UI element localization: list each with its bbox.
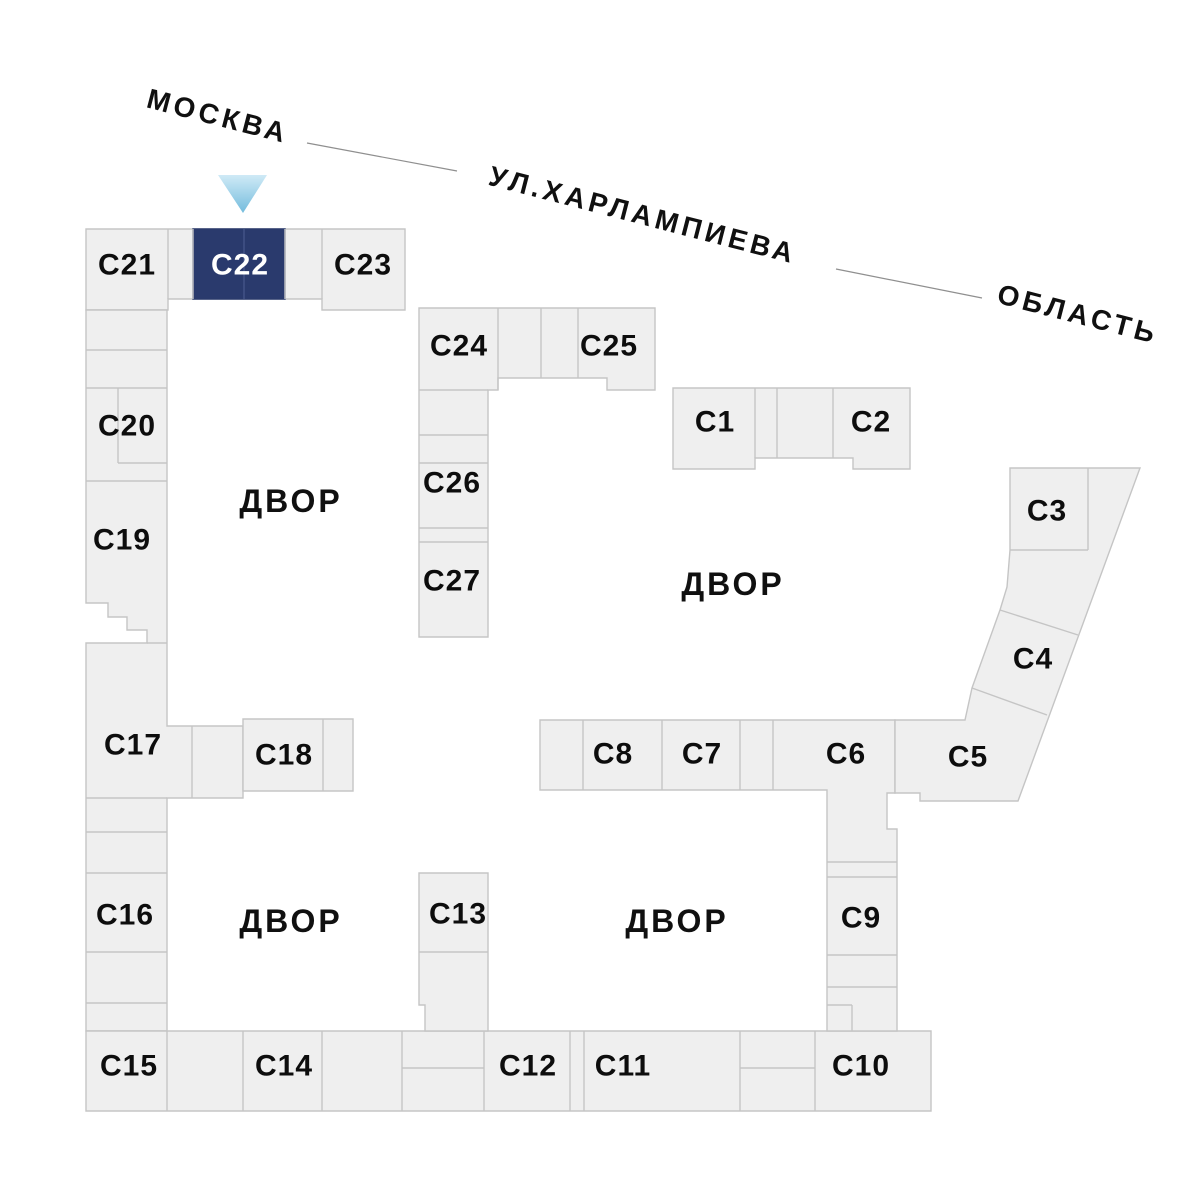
courtyard-labels-layer: ДВОР ДВОР ДВОР ДВОР [239,483,784,939]
shape-left-column[interactable] [85,309,244,1032]
building-label-C22[interactable]: С22 [211,249,269,282]
building-label-C8[interactable]: С8 [593,738,633,771]
building-label-C23[interactable]: С23 [334,249,392,282]
building-label-C5[interactable]: С5 [948,741,988,774]
building-label-C2[interactable]: С2 [851,406,891,439]
street-connector-line [835,268,983,299]
building-label-C24[interactable]: С24 [430,330,488,363]
building-label-C20[interactable]: С20 [98,410,156,443]
courtyard-label-3: ДВОР [239,903,342,939]
shape-c1-c2-strip[interactable] [672,387,911,470]
building-label-C11[interactable]: С11 [595,1050,651,1083]
building-label-C4[interactable]: С4 [1013,643,1053,676]
courtyard-label-2: ДВОР [681,566,784,602]
divider-line [999,609,1079,636]
shape-right-wing[interactable] [894,467,1142,802]
shape-bottom-strip[interactable] [85,1030,932,1112]
building-label-C15[interactable]: С15 [100,1050,158,1083]
building-label-C10[interactable]: С10 [832,1050,890,1083]
building-label-C6[interactable]: С6 [826,738,866,771]
divider-lines-layer [86,229,1089,1111]
selected-section-arrow [218,175,267,213]
building-label-C16[interactable]: С16 [96,899,154,932]
street-name: УЛ.ХАРЛАМПИЕВА [486,160,800,269]
city-label-moscow: МОСКВА [144,83,293,149]
building-label-C18[interactable]: С18 [255,739,313,772]
building-label-C1[interactable]: С1 [695,406,735,439]
building-label-C9[interactable]: С9 [841,902,881,935]
courtyard-label-4: ДВОР [625,903,728,939]
shape-block-c18[interactable] [242,718,354,792]
city-label-oblast: ОБЛАСТЬ [994,278,1162,349]
building-label-C14[interactable]: С14 [255,1050,313,1083]
street-connector-line [306,142,458,172]
divider-line [971,687,1048,716]
building-shapes-layer [85,228,1142,1112]
building-label-C19[interactable]: С19 [93,524,151,557]
building-label-C17[interactable]: С17 [104,729,162,762]
courtyard-label-1: ДВОР [239,483,342,519]
building-label-C13[interactable]: С13 [429,898,487,931]
building-label-C12[interactable]: С12 [499,1050,557,1083]
building-label-C3[interactable]: С3 [1027,495,1067,528]
building-label-C27[interactable]: С27 [423,565,481,598]
building-label-C21[interactable]: С21 [98,249,156,282]
building-label-C26[interactable]: С26 [423,467,481,500]
building-label-C25[interactable]: С25 [580,330,638,363]
marker-layer [218,175,267,213]
building-label-C7[interactable]: С7 [682,738,722,771]
